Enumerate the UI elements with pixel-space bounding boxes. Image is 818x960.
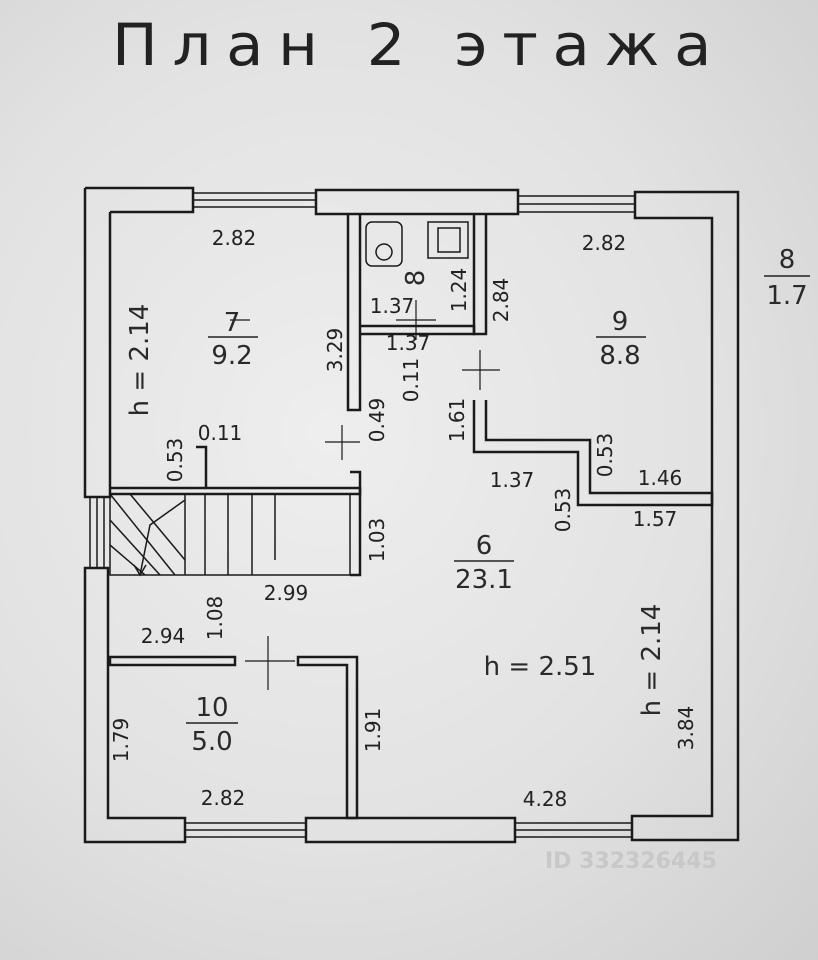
dim-label: 0.49 [365,398,389,443]
room-10-area: 5.0 [191,727,232,757]
dim-label: 1.61 [445,398,469,443]
dim-label: 3.29 [323,328,347,373]
dim-label: 0.53 [163,438,187,483]
dim-label: 3.84 [674,706,698,751]
room-6-area: 23.1 [455,565,513,595]
room-labels: 7 9.2 9 8.8 6 23.1 10 5.0 8 8 1.7 [186,245,810,757]
toilet-icon [365,221,403,267]
height-room-7: h = 2.14 [125,304,155,417]
dim-label: 1.57 [633,507,678,531]
dim-label: 2.99 [264,581,309,605]
height-room-6: h = 2.51 [484,652,597,682]
watermark: ID 332326445 [545,849,717,874]
staircase [109,493,351,577]
height-room-9: h = 2.14 [637,604,667,717]
center-marks [230,300,500,690]
dim-label: 0.11 [399,358,423,403]
dim-label: 4.28 [523,787,568,811]
sink-icon [427,221,469,259]
dim-label: 1.08 [203,596,227,641]
room-8-legend-number: 8 [779,245,796,275]
room-8-number: 8 [401,270,431,287]
dim-label: 1.46 [638,466,683,490]
room-7-number: 7 [224,308,241,338]
plan-title: План 2 этажа [112,11,727,79]
dim-label: 0.53 [593,433,617,478]
dim-label: 2.82 [582,231,627,255]
dim-label: 0.11 [198,421,243,445]
bathroom-fixtures [365,221,469,267]
dim-label: 2.82 [212,226,257,250]
room-10-number: 10 [195,693,228,723]
dimension-labels: 2.82 2.82 1.37 1.37 1.24 2.84 3.29 0.11 … [109,226,698,811]
dim-label: 1.37 [386,331,431,355]
dim-label: 1.37 [490,468,535,492]
dim-label: 1.37 [370,294,415,318]
dim-label: 1.79 [109,718,133,763]
dim-label: 2.94 [141,624,186,648]
dim-label: 1.03 [365,518,389,563]
interior-walls [108,214,714,820]
room-9-number: 9 [612,307,629,337]
dim-label: 2.82 [201,786,246,810]
dim-label: 2.84 [489,278,513,323]
windows [89,192,635,838]
room-8-legend-area: 1.7 [766,281,807,311]
dim-label: 0.53 [551,488,575,533]
room-9-area: 8.8 [599,341,640,371]
dim-label: 1.91 [361,708,385,753]
room-6-number: 6 [476,531,493,561]
dim-label: 1.24 [447,268,471,313]
room-7-area: 9.2 [211,341,252,371]
